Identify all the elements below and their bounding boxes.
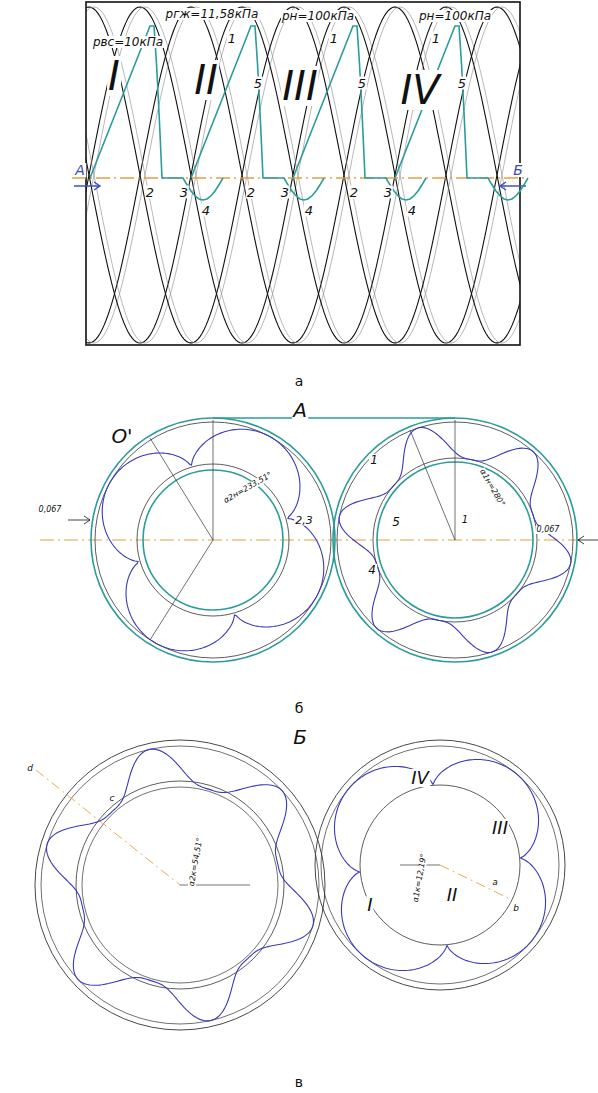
axis-line	[72, 177, 528, 178]
rotor-profiles	[47, 749, 546, 1021]
center-line	[36, 770, 180, 885]
rotor-profile	[339, 428, 571, 653]
housing-circle	[333, 418, 577, 662]
center-line	[40, 540, 580, 541]
housing-circle	[35, 740, 325, 1030]
callout-label: III	[491, 819, 509, 837]
callout-label: a	[491, 878, 499, 887]
screw-curve	[86, 7, 520, 343]
housing-circle	[91, 418, 335, 662]
callout-label: 5	[357, 77, 367, 90]
callout-label: 5	[391, 516, 401, 528]
callout-label: pгж=11,58кПа	[165, 8, 260, 20]
rotor-profile	[47, 749, 314, 1021]
callout-label: II	[446, 886, 459, 904]
callout-label: 4	[407, 204, 417, 217]
screw-curve	[86, 7, 520, 343]
callout-label: 2	[246, 186, 256, 199]
dimension-arrow	[68, 516, 90, 524]
callout-label: в	[294, 1075, 304, 1089]
callout-label: I	[366, 896, 373, 914]
rotor-circle	[321, 746, 559, 984]
panel-frame	[86, 2, 520, 345]
rotor-profiles	[102, 428, 571, 653]
screw-curve	[86, 7, 520, 343]
callout-label: 4	[367, 564, 377, 576]
callout-label: α2н=233,51°	[222, 470, 275, 505]
callout-label: Б	[512, 163, 524, 177]
callout-label: b	[512, 904, 520, 913]
screw-curve	[86, 7, 520, 343]
callout-label: 3	[280, 186, 290, 199]
callout-label: d	[26, 764, 34, 773]
screw-curve	[86, 7, 520, 343]
screw-curve	[86, 7, 520, 343]
pressure-line	[90, 26, 528, 200]
section-b-panel	[35, 740, 565, 1030]
callout-label: 1	[227, 32, 237, 45]
callout-label: 4	[201, 204, 211, 217]
callout-label: c	[109, 794, 116, 803]
view-arrow	[74, 182, 100, 190]
callout-label: α1к=12,19°	[412, 852, 429, 903]
callout-label: 0,067	[38, 506, 63, 514]
radial-line	[213, 420, 214, 540]
callout-label: б	[294, 701, 305, 715]
callout-label: 1	[369, 454, 379, 466]
callout-label: 2,3	[294, 515, 314, 526]
callout-label: pвс=10кПа	[92, 36, 164, 48]
callout-label: 5	[457, 77, 467, 90]
callout-label: pн=100кПа	[281, 10, 355, 22]
callout-label: 3	[179, 186, 189, 199]
callout-label: pн=100кПа	[418, 10, 492, 22]
housing-line	[213, 417, 455, 419]
pressure-curve	[191, 26, 324, 200]
radial-line	[410, 430, 455, 540]
pressure-curve	[395, 26, 528, 200]
callout-label: III	[281, 66, 318, 106]
callout-label: 4	[304, 204, 314, 217]
callout-label: О'	[110, 426, 133, 446]
rotor-circle	[41, 746, 319, 1024]
screw-curve	[86, 7, 520, 343]
radial-line	[455, 420, 456, 540]
callout-label: 1	[461, 515, 469, 525]
callout-label: Б	[292, 727, 308, 747]
dimension-arrow	[578, 536, 598, 544]
developed-rotor-panel	[72, 2, 528, 345]
pressure-curve	[90, 26, 223, 200]
callout-label: 0,067	[536, 526, 561, 534]
section-a-panel	[40, 418, 598, 662]
root-circle	[76, 781, 284, 989]
callout-label: IV	[410, 769, 430, 787]
screw-curve	[86, 7, 520, 343]
callout-label: 2	[349, 186, 359, 199]
screw-curves	[86, 7, 520, 343]
callout-label: 3	[383, 186, 393, 199]
callout-label: 2	[145, 186, 155, 199]
root-circle	[82, 787, 278, 983]
callout-label: 1	[329, 32, 339, 45]
callout-label: α2к=54,51°	[188, 836, 205, 887]
callout-label: А	[74, 163, 86, 177]
callout-label: IV	[399, 70, 440, 110]
rotor-profile	[102, 429, 324, 651]
callout-label: I	[107, 56, 121, 96]
callout-label: А	[292, 400, 308, 420]
callout-label: 1	[431, 32, 441, 45]
callout-label: II	[193, 60, 219, 100]
housing-circle	[315, 740, 565, 990]
root-circle	[360, 785, 520, 945]
radial-line	[150, 540, 213, 640]
callout-label: 5	[253, 77, 263, 90]
pressure-curve	[293, 26, 426, 200]
callout-label: α1н=280°	[478, 467, 507, 509]
callout-label: а	[294, 374, 305, 388]
rotor-profile	[334, 759, 545, 970]
